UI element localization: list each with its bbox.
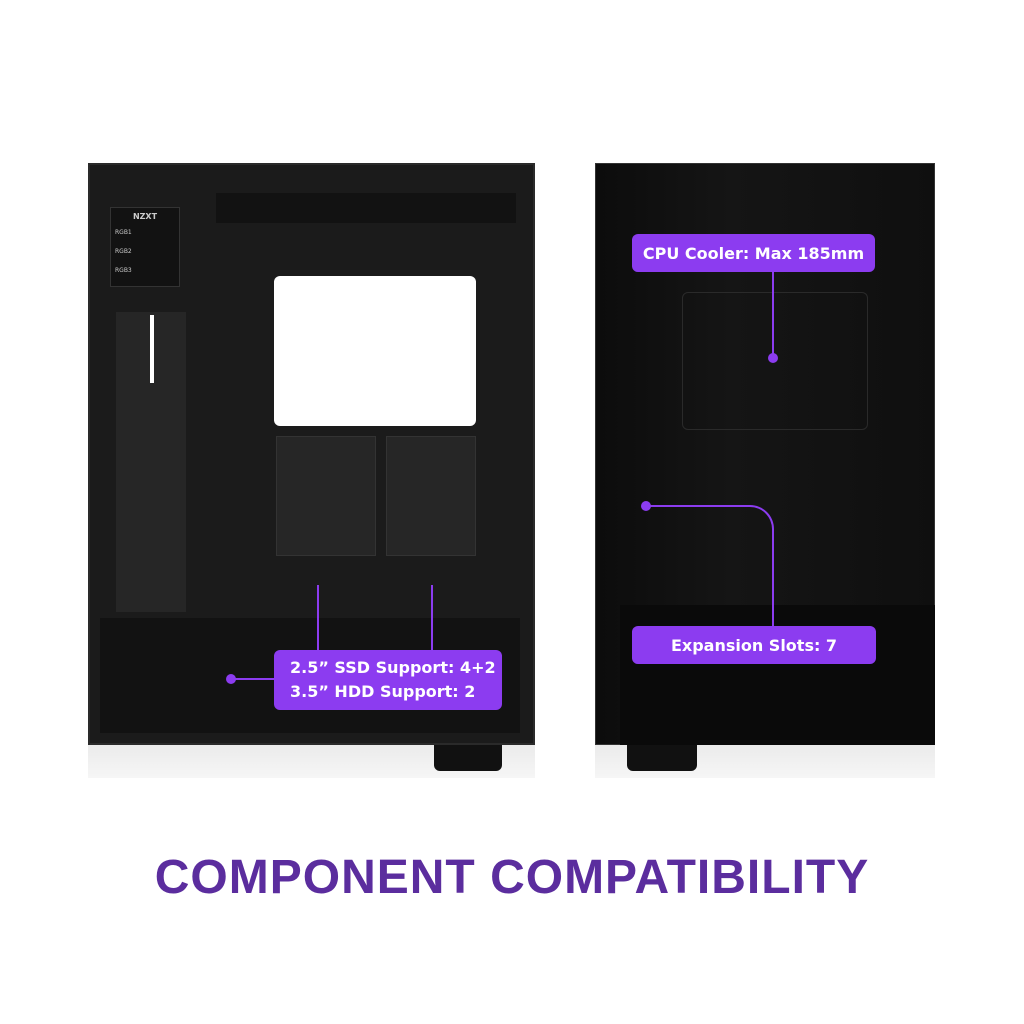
cpu-callout-dot <box>768 353 778 363</box>
page-heading: COMPONENT COMPATIBILITY <box>154 851 870 904</box>
ssd-callout-line-2 <box>431 585 433 650</box>
foot-right <box>627 745 697 771</box>
port-label: RGB3 <box>115 267 132 274</box>
top-vent <box>216 193 516 223</box>
cpu-cutout <box>274 276 476 426</box>
foot-left <box>434 745 502 771</box>
hdd-callout-dot <box>226 674 236 684</box>
expansion-slots-callout: Expansion Slots: 7 <box>632 626 876 664</box>
hdd-callout-line <box>231 678 274 680</box>
expansion-callout-line <box>646 505 774 626</box>
expansion-callout-dot <box>641 501 651 511</box>
port-label: RGB1 <box>115 229 132 236</box>
cpu-callout-line <box>772 272 774 358</box>
ssd-callout-line-1 <box>317 585 319 650</box>
port-label: RGB2 <box>115 248 132 255</box>
rgb-controller: NZXT RGB1 RGB2 RGB3 <box>110 207 180 287</box>
motherboard-tray <box>682 292 868 430</box>
drive-bracket-1 <box>276 436 376 556</box>
drive-support-callout: 2.5” SSD Support: 4+2 3.5” HDD Support: … <box>274 650 502 710</box>
hdd-support-text: 3.5” HDD Support: 2 <box>290 682 476 701</box>
drive-bracket-2 <box>386 436 476 556</box>
controller-logo: NZXT <box>132 212 158 221</box>
ssd-support-text: 2.5” SSD Support: 4+2 <box>290 658 496 677</box>
cpu-cooler-callout: CPU Cooler: Max 185mm <box>632 234 875 272</box>
cable-slot <box>150 315 154 383</box>
